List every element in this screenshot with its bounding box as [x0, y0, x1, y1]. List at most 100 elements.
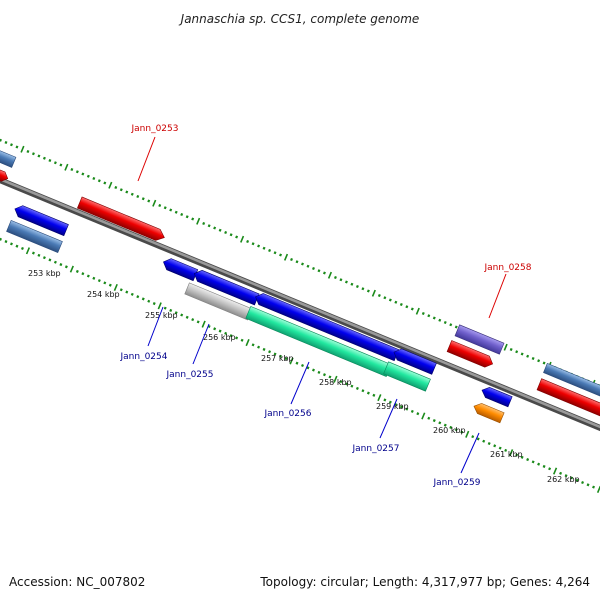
scale-tick-dot — [279, 253, 283, 257]
scale-tick-dot — [460, 430, 464, 434]
scale-tick-dot — [59, 163, 63, 167]
scale-tick-dot — [306, 366, 310, 370]
scale-tick-dot — [312, 266, 315, 271]
scale-tick-dot — [92, 276, 96, 280]
gene-label-jann-0255[interactable]: Jann_0255 — [166, 370, 214, 380]
gene-label-jann-0259[interactable]: Jann_0259 — [433, 478, 481, 488]
cds-jann-0254-blue[interactable] — [161, 256, 199, 282]
scale-tick-dot — [405, 305, 409, 309]
gene-label-jann-0256[interactable]: Jann_0256 — [264, 409, 312, 419]
genome-backbone — [0, 176, 600, 432]
scale-tick-dot — [394, 402, 398, 407]
scale-tick-dot — [295, 260, 299, 264]
scale-tick-dot — [53, 260, 57, 264]
scale-tick-dot — [180, 212, 184, 217]
scale-tick-dot — [119, 188, 123, 192]
scale-tick-dot — [592, 485, 596, 489]
scale-tick-major — [377, 394, 382, 402]
cds-jann-0256-teal[interactable] — [245, 305, 392, 377]
scale-tick-dot — [482, 439, 486, 443]
leader-jann-0254 — [147, 306, 164, 347]
scale-tick-dot — [312, 368, 315, 372]
gene-labels: Jann_0253 Jann_0258 Jann_0254 Jann_0255 … — [120, 124, 532, 488]
cds-jann-0256-blue[interactable] — [253, 291, 400, 362]
scale-tick-dot — [399, 302, 403, 307]
scale-tick-dot — [322, 373, 326, 377]
scale-tick-dot — [372, 393, 376, 397]
scale-tick-dot — [136, 295, 140, 299]
cds-left-blue-a[interactable] — [13, 203, 69, 237]
scale-tick-dot — [531, 356, 535, 361]
cds-partial-right-steel[interactable] — [543, 363, 600, 398]
gene-label-jann-0258[interactable]: Jann_0258 — [484, 263, 532, 273]
scale-tick-dot — [42, 256, 46, 260]
cds-jann-0258-purple[interactable] — [454, 324, 505, 355]
scale-tick-dot — [213, 327, 217, 331]
scale-tick-dot — [196, 320, 200, 324]
scale-tick-dot — [262, 246, 266, 250]
scale-tick-dot — [257, 244, 261, 248]
scale-tick-dot — [504, 448, 508, 452]
cds-jann-0258[interactable] — [446, 340, 495, 369]
scale-tick-dot — [476, 437, 480, 441]
scale-tick-dot — [383, 398, 387, 402]
scale-tick-dot — [130, 192, 134, 196]
scale-tick-dot — [471, 435, 475, 439]
scale-tick-dot — [70, 167, 74, 172]
scale-tick-dot — [537, 462, 541, 466]
scale-tick-dot — [498, 446, 502, 450]
scale-tick-dot — [218, 228, 222, 232]
scale-tick-major — [327, 271, 333, 279]
scale-tick-dot — [427, 314, 431, 318]
scale-tick-dot — [454, 428, 458, 432]
scale-tick-major — [371, 289, 376, 297]
scale-tick-dot — [10, 143, 13, 147]
scale-tick-dot — [432, 419, 436, 423]
scale-tick-dot — [548, 467, 552, 471]
scale-tick-dot — [295, 361, 299, 365]
scale-tick-dot — [322, 271, 326, 275]
scale-tick-major — [157, 302, 162, 310]
scale-tick-dot — [114, 185, 118, 190]
scale-tick-major — [245, 339, 250, 347]
cds-jann-0259-orange[interactable] — [472, 401, 505, 424]
cds-jann-0257-blue[interactable] — [392, 347, 437, 375]
cds-partial-right-red[interactable] — [536, 378, 600, 418]
cds-jann-0253[interactable] — [76, 196, 166, 243]
scale-tick-dot — [152, 302, 156, 306]
cds-partial-left-red-top[interactable] — [0, 165, 10, 183]
cds-jann-0255-blue[interactable] — [192, 268, 260, 306]
scale-tick-dot — [59, 263, 63, 267]
scale-tick-dot — [361, 389, 365, 393]
gene-label-jann-0253[interactable]: Jann_0253 — [131, 124, 179, 134]
scale-tick-dot — [97, 179, 101, 183]
scale-tick-dot — [268, 350, 272, 354]
scale-tick-dot — [279, 354, 283, 358]
scale-tick-dot — [169, 208, 173, 212]
gene-label-jann-0254[interactable]: Jann_0254 — [120, 352, 168, 362]
scale-tick-dot — [31, 152, 35, 156]
scale-tick-dot — [317, 269, 321, 273]
scale-tick-major — [240, 235, 245, 243]
cds-left-steel-a[interactable] — [6, 219, 63, 254]
scale-tick-dot — [493, 444, 497, 448]
scale-tick-dot — [125, 290, 129, 294]
scale-tick-dot — [169, 308, 173, 312]
cds-partial-left-steel-top[interactable] — [0, 146, 17, 168]
gene-label-jann-0257[interactable]: Jann_0257 — [352, 444, 400, 454]
cds-jann-0259-blue[interactable] — [480, 385, 513, 408]
scale-tick-dot — [119, 288, 123, 292]
scale-tick-dot — [257, 345, 261, 349]
scale-tick-major — [20, 145, 25, 153]
scale-tick-dot — [339, 380, 343, 384]
scale-tick-dot — [158, 203, 162, 208]
cds-jann-0254-gray[interactable] — [184, 282, 253, 321]
cds-jann-0257-teal[interactable] — [383, 361, 431, 392]
scale-tick-dot — [575, 478, 579, 482]
scale-tick-major — [415, 307, 420, 315]
leader-jann-0256 — [290, 361, 310, 405]
scale-tick-dot — [26, 149, 30, 154]
scale-tick-dot — [147, 199, 151, 203]
scale-tick-dot — [64, 265, 68, 269]
